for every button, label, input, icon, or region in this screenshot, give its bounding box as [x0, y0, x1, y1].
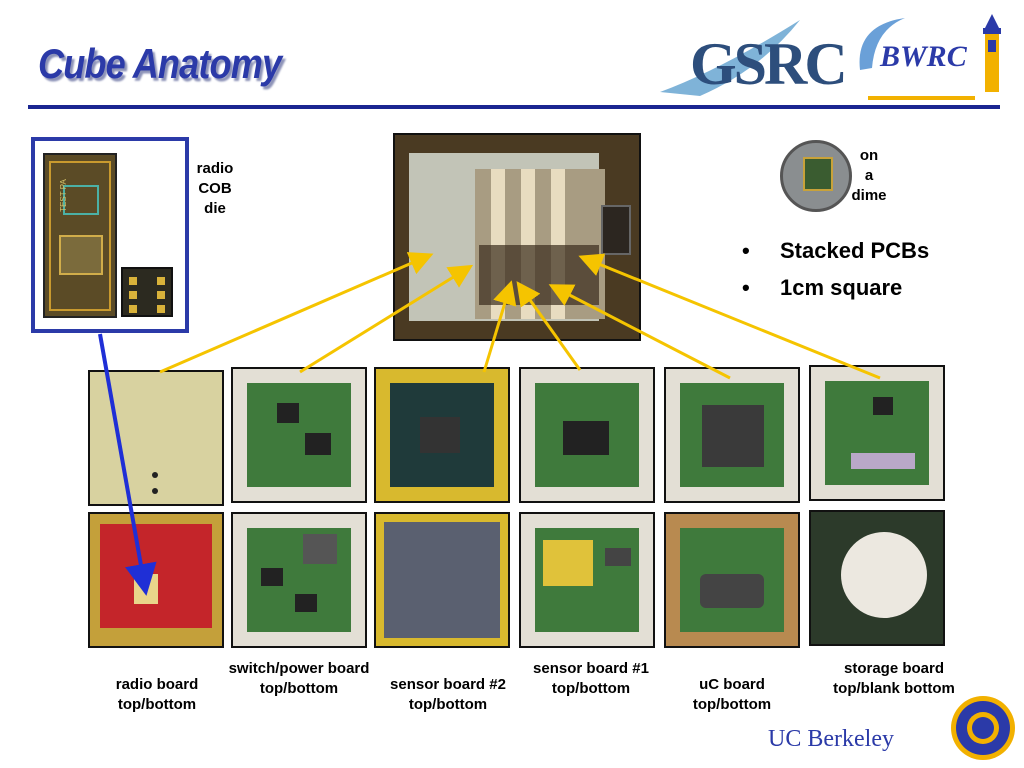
uc-seal-icon	[951, 696, 1015, 760]
radio-die-chip: TEST PA	[43, 153, 117, 318]
board-label-sensor-1: sensor board #1 top/bottom	[520, 659, 662, 699]
board-label-line: top/bottom	[692, 696, 772, 713]
board-label-switch-power: switch/power board top/bottom	[214, 659, 384, 699]
chip-text: TEST PA	[58, 179, 68, 212]
title-divider	[28, 105, 1000, 109]
cube-photo	[393, 133, 641, 341]
board-label-radio: radio board top/bottom	[90, 675, 224, 715]
board-label-line: top/bottom	[117, 696, 197, 713]
die-label: radio COB die	[186, 159, 244, 219]
cob-chip	[121, 267, 173, 317]
dime-label-line: on	[859, 147, 879, 164]
campanile-icon	[983, 14, 1001, 92]
switch-power-board-top-tile	[231, 367, 367, 503]
board-label-line: switch/power board	[228, 660, 370, 677]
board-label-line: top/bottom	[408, 696, 488, 713]
board-label-line: sensor board #1	[533, 660, 649, 677]
sensor-board-1-bottom-tile	[519, 512, 655, 648]
uc-board-bottom-tile	[664, 512, 800, 648]
board-label-line: top/blank bottom	[833, 680, 955, 697]
uc-board-top-tile	[664, 367, 800, 503]
sensor-board-2-bottom-tile	[374, 512, 510, 648]
arrow-radio	[159, 252, 434, 374]
board-label-line: storage board	[843, 660, 945, 677]
board-label-line: top/bottom	[551, 680, 631, 697]
dime-label-line: a	[864, 167, 874, 184]
bullet-text: Stacked PCBs	[780, 238, 930, 263]
die-callout-frame	[31, 137, 189, 333]
board-label-sensor-2: sensor board #2 top/bottom	[378, 675, 518, 715]
die-label-line: die	[204, 200, 226, 217]
die-label-line: radio	[196, 160, 234, 177]
switch-power-board-bottom-tile	[231, 512, 367, 648]
sensor-board-1-top-tile	[519, 367, 655, 503]
slide-title: Cube Anatomy	[38, 40, 282, 87]
bullet-text: 1cm square	[780, 275, 903, 300]
radio-board-bottom-tile	[88, 512, 224, 648]
bullet-item: •1cm square	[742, 269, 929, 306]
radio-board-top-tile	[88, 370, 224, 506]
storage-board-bottom-tile	[809, 510, 945, 646]
board-label-line: sensor board #2	[390, 676, 506, 693]
gsrc-logo: GSRC	[690, 31, 848, 97]
board-label-line: top/bottom	[259, 680, 339, 697]
bullet-list: •Stacked PCBs •1cm square	[742, 232, 929, 306]
board-label-storage: storage board top/blank bottom	[818, 659, 970, 699]
dime-label: on a dime	[845, 146, 893, 206]
board-label-line: radio board	[115, 676, 199, 693]
footer-text: UC Berkeley	[768, 726, 894, 752]
board-label-uc: uC board top/bottom	[668, 675, 796, 715]
storage-board-top-tile	[809, 365, 945, 501]
board-label-line: uC board	[699, 676, 765, 693]
die-label-line: COB	[198, 180, 232, 197]
bullet-item: •Stacked PCBs	[742, 232, 929, 269]
sensor-board-2-top-tile	[374, 367, 510, 503]
dime-photo	[780, 140, 852, 212]
dime-label-line: dime	[851, 187, 887, 204]
bwrc-logo: BWRC	[880, 40, 967, 73]
